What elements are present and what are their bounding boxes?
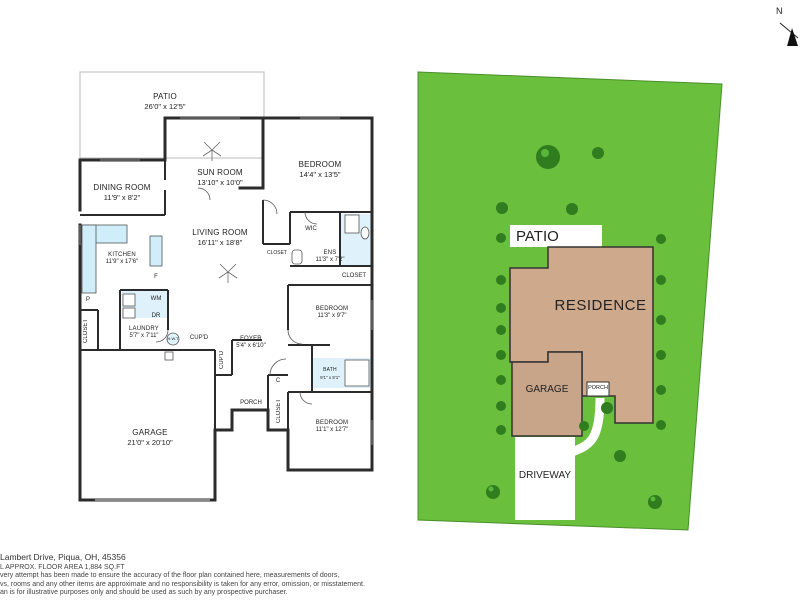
room-name: LIVING ROOM [192,228,248,237]
room-size: 11'9" x 8'2" [103,193,141,202]
room-label-bath: BATH 9'1" x 5'1" [316,367,344,381]
site-patio-label: PATIO [516,228,559,245]
closet-label-living: CLOSET [266,250,287,256]
room-label-bedroom-1: BEDROOM 14'4" x 13'5" [280,160,360,180]
room-label-garage: GARAGE 21'0" x 20'10" [100,428,200,448]
compass-north-label: N [776,6,783,16]
wic-label: WIC [305,226,317,232]
footer: Lambert Drive, Piqua, OH, 45356 L APPROX… [0,553,400,598]
compass-arrow-icon [779,22,799,46]
room-size: 14'4" x 13'5" [299,170,341,179]
room-label-living-room: LIVING ROOM 16'11" x 18'8" [180,228,260,248]
room-label-patio: PATIO 26'0" x 12'5" [100,92,230,112]
site-driveway [515,437,575,520]
site-residence-label: RESIDENCE [554,297,647,314]
patio-outline [79,71,265,159]
room-name: KITCHEN [108,252,136,258]
room-size: 5'7" x 7'11" [129,333,159,339]
room-name: BEDROOM [315,306,349,312]
porch-label: PORCH [240,400,262,406]
room-size: 5'4" x 6'10" [236,343,266,349]
site-porch-label: PORCH [588,385,608,391]
site-garage-label: GARAGE [525,384,569,395]
footer-disclaimer-1: very attempt has been made to ensure the… [0,572,340,579]
site-tree-highlights [488,149,656,502]
windows [79,117,373,445]
room-size: 11'9" x 17'6" [105,259,139,265]
site-walkway [570,397,605,457]
room-name: DINING ROOM [93,183,151,192]
ceiling-fan-living-room [218,263,238,283]
room-name: GARAGE [132,428,168,437]
footer-area: L APPROX. FLOOR AREA 1,884 SQ.FT [0,563,125,571]
closet-c-label: C [275,378,281,384]
room-size: 11'3" x 7'2" [315,257,345,263]
room-size: 9'1" x 5'1" [320,375,340,380]
site-trees [486,145,666,509]
footer-address: Lambert Drive, Piqua, OH, 45356 [0,552,126,562]
room-label-bedroom-3: BEDROOM 11'1" x 12'7" [296,420,368,434]
room-name: SUN ROOM [197,168,243,177]
kitchen-island [149,235,163,267]
fixtures [122,214,370,387]
room-size: 21'0" x 20'10" [127,438,173,447]
footer-disclaimer-2: vs, rooms and any other items are approx… [0,580,365,588]
room-label-dining-room: DINING ROOM 11'9" x 8'2" [84,183,160,203]
room-label-foyer: FOYER 5'4" x 6'10" [234,336,268,350]
kitchen-counter-v [81,224,97,294]
room-size: 11'1" x 12'7" [315,427,349,433]
cupboard-label: CUP'D [189,335,209,341]
room-label-kitchen: KITCHEN 11'9" x 17'6" [96,252,148,266]
room-size: 16'11" x 18'8" [197,238,243,247]
water-heater-label: H.W.T [167,336,179,341]
dryer-label: DR [151,313,161,319]
room-name: LAUNDRY [129,326,159,332]
door-swings [155,187,318,405]
room-name: ENS [323,250,337,256]
room-label-laundry: LAUNDRY 5'7" x 7'11" [120,326,168,340]
room-size: 11'3" x 9'7" [317,313,347,319]
fridge-label: F [154,274,158,280]
room-name: FOYER [240,336,262,342]
site-driveway-label: DRIVEWAY [518,470,572,481]
room-name: BEDROOM [298,160,342,169]
ceiling-fan-sun-room [202,141,222,161]
closet-label-bedroom-2: CLOSET [341,273,366,279]
footer-disclaimer-3: an is for illustrative purposes only and… [0,589,288,596]
room-name: BEDROOM [315,420,349,426]
room-size: 13'10" x 10'0" [197,178,243,187]
pantry-label: P [85,297,90,303]
site-garage [511,351,583,437]
room-name: PATIO [153,92,177,101]
site-porch [586,381,610,397]
room-size: 26'0" x 12'5" [144,102,186,111]
washer-label: WM [150,296,162,302]
interior-walls [80,160,372,430]
room-name: BATH [323,367,337,373]
site-patio [510,225,602,247]
room-label-ensuite: ENS 11'3" x 7'2" [304,250,356,264]
room-label-bedroom-2: BEDROOM 11'3" x 9'7" [300,306,364,320]
room-label-sun-room: SUN ROOM 13'10" x 10'0" [182,168,258,188]
compass: N [776,6,800,46]
